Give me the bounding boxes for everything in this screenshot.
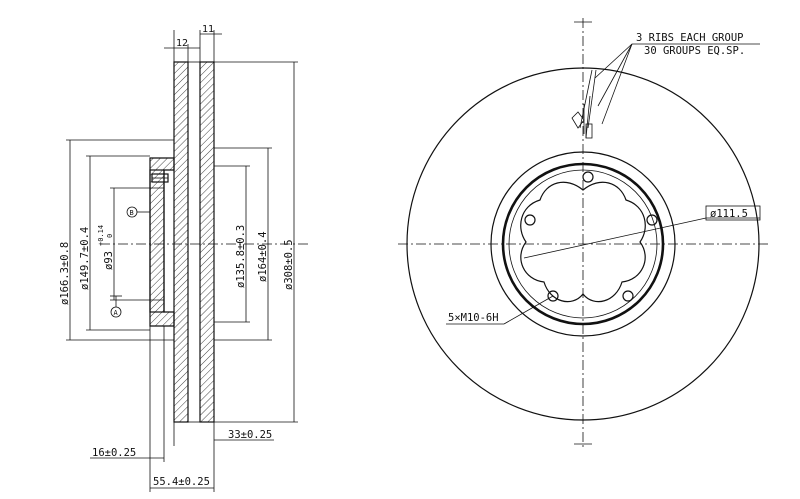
friction-plate-outboard [173, 61, 189, 423]
dim-d93-tol-lower: 0 [106, 234, 114, 238]
bolt-hole-3 [622, 290, 634, 302]
dim-d166: ø166.3±0.8 [59, 242, 71, 305]
bolt-hole-5 [524, 214, 536, 226]
friction-plate-inboard [199, 61, 215, 423]
bolt-hole-1 [582, 171, 594, 183]
dim-33: 33±0.25 [228, 429, 272, 441]
hub-flange [149, 169, 165, 313]
bolt-hole-2 [646, 214, 658, 226]
bolt-hole-4 [547, 290, 559, 302]
ribs-note-line1: 3 RIBS EACH GROUP [636, 32, 743, 44]
hat-inner-edge [508, 169, 658, 319]
datum-a: A [114, 309, 119, 317]
hat-outer-edge [501, 162, 665, 326]
datum-b: B [130, 209, 134, 217]
section-view: 12 11 ø166.3±0.8 ø149.7±0.4 ø93 +0.14 0 … [59, 24, 310, 492]
ribs-note-line2: 30 GROUPS EQ.SP. [644, 45, 745, 57]
center-bore [520, 181, 646, 303]
dim-d149: ø149.7±0.4 [79, 227, 91, 290]
dim-d308: ø308±0.5 [283, 239, 295, 290]
dim-12: 12 [176, 38, 188, 49]
bolt-circle-dim: ø111.5 [710, 208, 748, 220]
dim-d93-tol-upper: +0.14 [97, 225, 105, 246]
thread-note: 5×M10-6H [448, 312, 499, 324]
friction-ring-inner-edge [490, 151, 676, 337]
disc-outer-edge [406, 67, 760, 421]
hat-section [149, 157, 175, 327]
dim-55: 55.4±0.25 [153, 476, 210, 488]
dim-16: 16±0.25 [92, 447, 136, 459]
front-view: ø111.5 5×M10-6H 3 RIBS EACH GROUP 30 GRO… [398, 18, 770, 448]
dim-11: 11 [202, 24, 214, 35]
dim-d93: ø93 [103, 251, 115, 270]
dim-d164: ø164±0.4 [257, 231, 269, 282]
dim-d135: ø135.8±0.3 [235, 225, 247, 288]
rib-detail [571, 43, 760, 139]
